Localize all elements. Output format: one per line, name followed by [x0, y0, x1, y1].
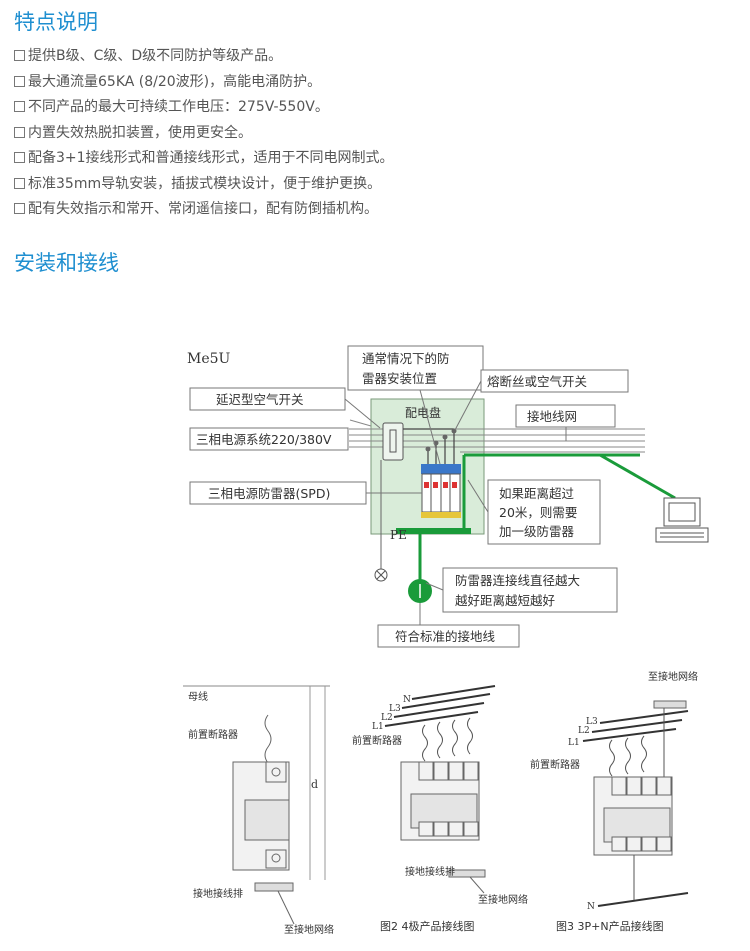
fig1-ground-bar-icon: [254, 882, 294, 892]
callout-far-line1: 如果距离超过: [499, 486, 575, 501]
fig3-breaker-label: 前置断路器: [530, 758, 580, 771]
fig3-caption: 图3 3P+N产品接线图: [556, 919, 664, 933]
callout-fuse-text: 熔断丝或空气开关: [487, 374, 587, 389]
install-title: 安装和接线: [14, 251, 119, 275]
callout-far-line2: 20米，则需要: [499, 505, 577, 520]
pe-label: PE: [390, 528, 407, 542]
checkbox-icon: [14, 203, 25, 214]
fig2-to-net-label: 至接地网络: [478, 893, 528, 906]
fig3-spd-module-icon: [593, 776, 673, 856]
fig3-l3-label: L3: [586, 717, 598, 727]
fig3-l1-label: L1: [568, 738, 580, 748]
callout-normal-line2: 雷器安装位置: [362, 371, 437, 386]
pe-bar: [396, 528, 471, 534]
fig3-n-label: N: [587, 902, 595, 912]
fig2-breaker-label: 前置断路器: [352, 734, 402, 747]
delay-breaker-icon: [382, 422, 404, 461]
feature-item: 提供B级、C级、D级不同防护等级产品。: [14, 44, 394, 70]
figure-3: 至接地网络 L3 L2 L1 前置断路器 N 图: [530, 670, 698, 933]
fig3-ground-bar-icon: [653, 700, 687, 709]
fig2-caption: 图2 4极产品接线图: [380, 919, 475, 933]
fig1-dim-label: d: [311, 778, 318, 791]
callout-far-distance: [487, 479, 601, 545]
feature-item: 不同产品的最大可持续工作电压：275V-550V。: [14, 95, 394, 121]
checkbox-icon: [14, 177, 25, 189]
fig2-l2-label: L2: [381, 713, 393, 723]
checkbox-icon: [14, 50, 25, 61]
fig1-to-net-label: 至接地网络: [284, 923, 334, 936]
features-list: 提供B级、C级、D级不同防护等级产品。 最大通流量65KA (8/20波形)，高…: [14, 44, 394, 223]
spd-device-icon: [421, 464, 461, 518]
feature-item: 最大通流量65KA (8/20波形)，高能电涌防护。: [14, 70, 394, 96]
callout-normal-position: [347, 345, 484, 391]
fig3-to-net-label: 至接地网络: [648, 670, 698, 683]
callout-far-line3: 加一级防雷器: [499, 524, 575, 539]
fig2-n-label: N: [403, 695, 411, 705]
figure-1: 母线 前置断路器 d 接地接线排 至接地网络: [183, 685, 334, 936]
ground-wires: [418, 453, 676, 582]
callout-delay-text: 延迟型空气开关: [216, 392, 304, 407]
callout-wire-line1: 防雷器连接线直径越大: [455, 573, 580, 588]
feature-item: 标准35mm导轨安装，插拔式模块设计，便于维护更换。: [14, 172, 394, 198]
fig1-spd-module-icon: [232, 761, 290, 871]
fig2-ground-bar-icon: [448, 869, 486, 878]
callout-ground-net-text: 接地线网: [527, 409, 577, 424]
callout-wire-line2: 越好距离越短越好: [455, 593, 555, 608]
features-title: 特点说明: [14, 10, 98, 34]
fig1-ground-bar-label: 接地接线排: [193, 887, 243, 900]
checkbox-icon: [14, 101, 25, 112]
callout-spd-text: 三相电源防雷器(SPD): [208, 486, 330, 501]
checkbox-icon: [14, 75, 25, 87]
fig3-l2-label: L2: [578, 726, 590, 736]
fig2-spd-module-icon: [400, 761, 480, 841]
callout-three-phase-text: 三相电源系统220/380V: [196, 432, 332, 447]
feature-item: 配有失效指示和常开、常闭遥信接口，配有防倒插机构。: [14, 197, 394, 223]
callout-std-ground-text: 符合标准的接地线: [395, 629, 496, 644]
fig1-busbar-label: 母线: [188, 690, 208, 703]
feature-item: 内置失效热脱扣装置，使用更安全。: [14, 121, 394, 147]
callout-normal-line1: 通常情况下的防: [362, 351, 450, 366]
fig2-ground-bar-label: 接地接线排: [405, 865, 455, 878]
figure-2: N L3 L2 L1 前置断路器 接地接线排 至接地网络 图2 4极产品接线图: [352, 685, 528, 933]
callout-three-phase: [189, 427, 349, 451]
fig2-l3-label: L3: [389, 704, 401, 714]
panel-label: 配电盘: [405, 405, 441, 420]
callout-std-ground: [377, 624, 520, 648]
checkbox-icon: [14, 126, 25, 138]
callout-wire-diameter: [442, 567, 618, 613]
install-diagram: Me5U 配电盘: [187, 345, 709, 648]
feature-item: 配备3+1接线形式和普通接线形式，适用于不同电网制式。: [14, 146, 394, 172]
model-label: Me5U: [187, 351, 231, 367]
checkbox-icon: [14, 152, 25, 163]
computer-icon: [655, 497, 709, 543]
fig1-breaker-label: 前置断路器: [188, 728, 238, 741]
fig2-l1-label: L1: [372, 722, 384, 732]
